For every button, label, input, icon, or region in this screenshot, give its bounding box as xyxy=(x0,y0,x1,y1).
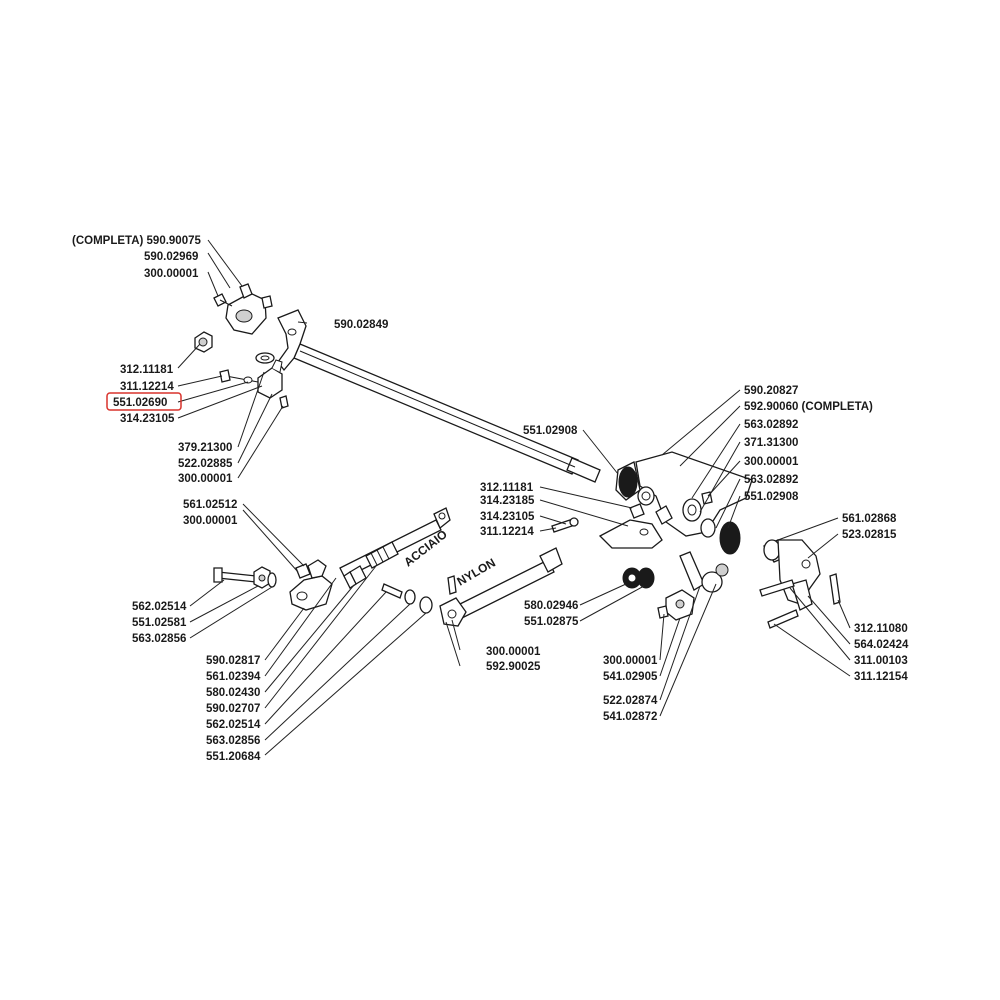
part-label: 522.02874 xyxy=(603,695,658,707)
part-label: 300.00001 xyxy=(183,515,238,527)
part-label: 561.02512 xyxy=(183,499,237,511)
part-label: 300.00001 xyxy=(144,268,199,280)
part-label: 314.23185 xyxy=(480,495,535,507)
washer-part xyxy=(255,352,275,364)
part-label: 590.02817 xyxy=(206,655,260,667)
small-bolt-part xyxy=(213,293,233,307)
part-label: 580.02946 xyxy=(524,600,578,612)
bell-crank-part xyxy=(551,503,673,549)
bolt-562-part xyxy=(213,567,257,583)
part-label: 300.00001 xyxy=(744,456,799,468)
part-label: 563.02892 xyxy=(744,419,798,431)
part-label: 311.00103 xyxy=(854,655,908,667)
part-label: 590.02969 xyxy=(144,251,198,263)
part-label: 563.02856 xyxy=(206,735,260,747)
part-label: 562.02514 xyxy=(132,601,187,613)
part-label: 300.00001 xyxy=(486,646,541,658)
part-label: 312.11181 xyxy=(480,482,534,494)
part-label: 563.02856 xyxy=(132,633,186,645)
part-label: 551.20684 xyxy=(206,751,261,763)
part-label: 590.20827 xyxy=(744,385,798,397)
threaded-sleeve-part xyxy=(365,541,399,569)
bracket-part xyxy=(219,359,289,409)
part-label: 580.02430 xyxy=(206,687,260,699)
part-label: 311.12214 xyxy=(480,526,534,538)
nylon-rod-part xyxy=(439,547,563,627)
part-label: 312.11080 xyxy=(854,623,908,635)
part-label: 551.02908 xyxy=(744,491,799,503)
ball-joint-part xyxy=(657,551,729,621)
part-label: 551.02908 xyxy=(523,425,578,437)
part-label: 300.00001 xyxy=(603,655,658,667)
part-label: 590.02849 xyxy=(334,319,388,331)
right-lever-part xyxy=(759,539,841,629)
part-label: 371.31300 xyxy=(744,437,798,449)
leader-lines xyxy=(177,239,851,756)
bolt-and-washers-part xyxy=(381,583,433,614)
nut-part xyxy=(194,331,213,353)
nut-551-part xyxy=(253,566,277,589)
part-label: 311.12214 xyxy=(120,381,174,393)
part-label: 312.11181 xyxy=(120,364,174,376)
part-label: 522.02885 xyxy=(178,458,233,470)
part-label: 551.02875 xyxy=(524,616,579,628)
spring-part xyxy=(343,565,367,589)
part-label: 314.23105 xyxy=(120,413,175,425)
part-label: 561.02868 xyxy=(842,513,897,525)
part-label: 562.02514 xyxy=(206,719,261,731)
part-label: 523.02815 xyxy=(842,529,897,541)
lever-590-02817-part xyxy=(289,559,333,611)
part-label: 561.02394 xyxy=(206,671,261,683)
pivot-block-part xyxy=(225,283,273,335)
part-label: 541.02872 xyxy=(603,711,657,723)
part-labels: (COMPLETA) 590.90075 590.02969 300.00001… xyxy=(72,235,909,763)
part-label: 311.12154 xyxy=(854,671,908,683)
bushings-580-part xyxy=(622,567,655,589)
parts-drawing xyxy=(194,283,841,629)
part-label: 300.00001 xyxy=(178,473,233,485)
highlight-box xyxy=(106,392,182,411)
part-label: (COMPLETA) 590.90075 xyxy=(72,235,201,247)
long-shaft-part xyxy=(277,309,601,483)
part-label: 592.90025 xyxy=(486,661,541,673)
part-label: 563.02892 xyxy=(744,474,798,486)
part-label: 379.21300 xyxy=(178,442,232,454)
part-label: 551.02581 xyxy=(132,617,187,629)
part-label: 564.02424 xyxy=(854,639,909,651)
part-label: 592.90060 (COMPLETA) xyxy=(744,401,873,413)
nylon-material-label: NYLON xyxy=(455,555,498,588)
part-label: 541.02905 xyxy=(603,671,658,683)
part-label: 314.23105 xyxy=(480,511,535,523)
part-label-highlighted: 551.02690 xyxy=(113,397,167,409)
part-label: 590.02707 xyxy=(206,703,260,715)
